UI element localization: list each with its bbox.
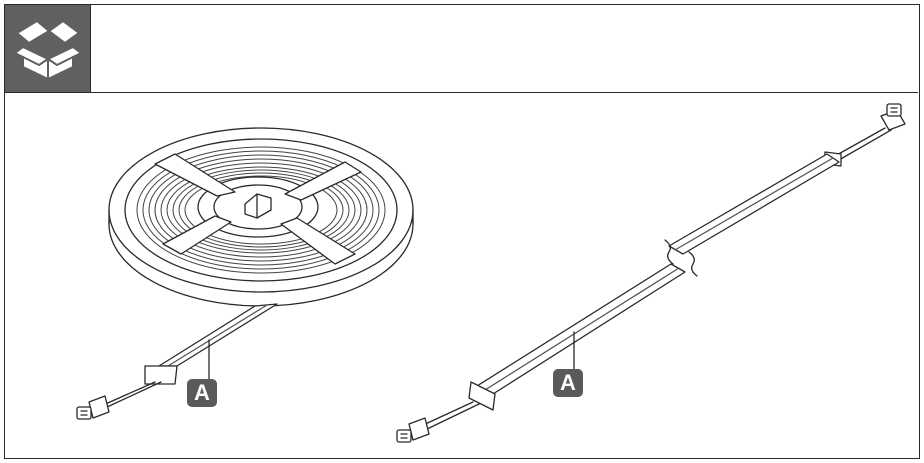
- led-strip-reel: [76, 127, 414, 420]
- unpacking-section: [5, 5, 91, 92]
- callout-label-a: A: [187, 379, 217, 407]
- led-strip-straight: [396, 103, 906, 443]
- connector-plug-bottom: [396, 417, 430, 443]
- open-box-icon: [14, 20, 82, 80]
- instruction-panel: [4, 4, 920, 459]
- callout-label-a-2: A: [553, 369, 583, 397]
- header-bar: [5, 5, 918, 93]
- product-illustration: [76, 103, 906, 443]
- connector-plug: [76, 395, 110, 420]
- connector-plug-top: [880, 103, 906, 131]
